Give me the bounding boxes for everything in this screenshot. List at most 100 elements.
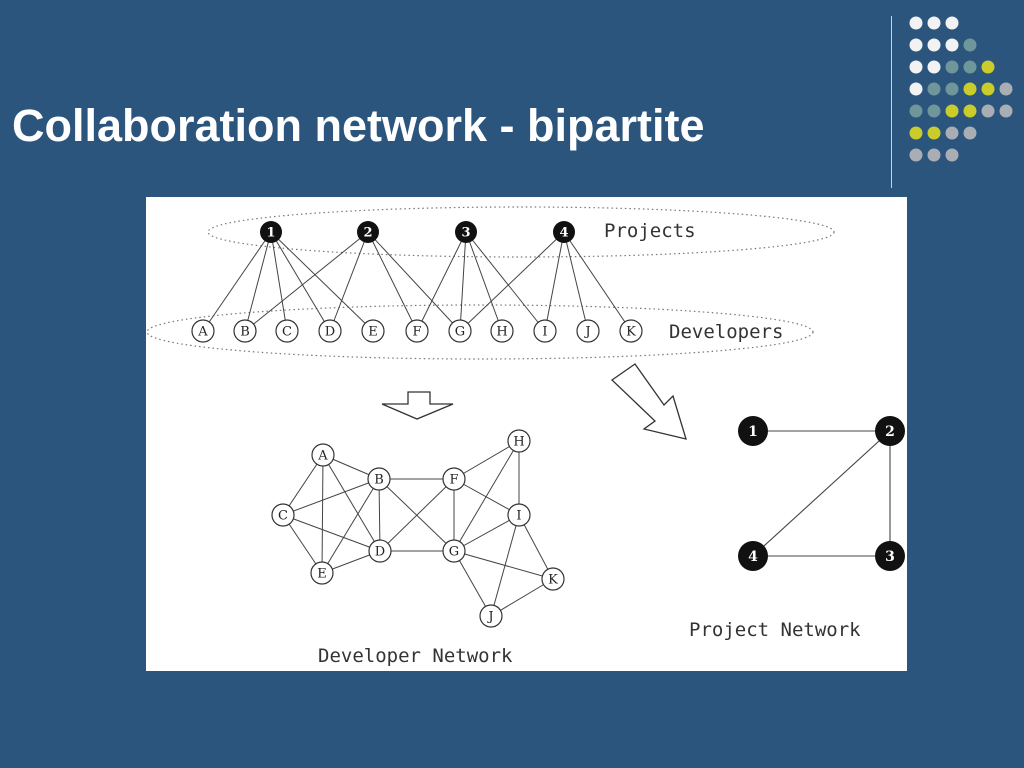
developer-network-edge [453, 478, 520, 516]
bipartite-edge [270, 231, 374, 332]
project-node-2: 2 [357, 221, 379, 243]
node-circle [875, 416, 905, 446]
developer-node-I: I [533, 319, 557, 343]
projects-label: Projects [604, 220, 696, 242]
decorative-dot [963, 126, 977, 140]
developer-node-H: H [490, 319, 514, 343]
developer-network-node-D: D [368, 539, 392, 563]
node-label: 3 [885, 549, 895, 565]
project-network-node-3: 3 [875, 541, 905, 571]
developer-node-G: G [448, 319, 472, 343]
developer-network-edge [453, 550, 492, 617]
decorative-dot [999, 104, 1013, 118]
developer-network-node-K: K [541, 567, 565, 591]
bipartite-edge [329, 231, 369, 332]
node-label: 2 [885, 424, 895, 440]
developer-network-edge [453, 440, 520, 552]
developer-node-C: C [275, 319, 299, 343]
project-node-3: 3 [455, 221, 477, 243]
node-circle [507, 429, 531, 453]
developer-network-edge [321, 454, 324, 574]
developer-node-B: B [233, 319, 257, 343]
node-circle [367, 467, 391, 491]
decorative-dot [963, 82, 977, 96]
node-circle [541, 567, 565, 591]
developer-network-edge [282, 478, 380, 516]
project-network-label: Project Network [689, 619, 861, 641]
developer-network-edge [282, 514, 381, 552]
node-circle [233, 319, 257, 343]
decorative-dot [927, 148, 941, 162]
bipartite-edge [367, 231, 461, 332]
bipartite-edges [202, 231, 632, 332]
bipartite-edge [244, 231, 369, 332]
developer-network-edge [453, 514, 520, 552]
node-label: A [317, 449, 328, 464]
decorative-dot [909, 148, 923, 162]
developers-group-ellipse [146, 304, 814, 360]
node-circle [368, 539, 392, 563]
node-circle [271, 503, 295, 527]
bipartite-edge [459, 231, 565, 332]
node-circle [448, 319, 472, 343]
developer-network-edge [322, 454, 381, 552]
developer-network-edge [490, 578, 554, 617]
developer-node-D: D [318, 319, 342, 343]
project-network-node-1: 1 [738, 416, 768, 446]
project-network-node-4: 4 [738, 541, 768, 571]
node-circle [357, 221, 379, 243]
node-label: B [240, 325, 250, 340]
node-circle [490, 319, 514, 343]
node-circle [553, 221, 575, 243]
decorative-dot [945, 104, 959, 118]
decorative-dot [927, 126, 941, 140]
decorative-dot [927, 82, 941, 96]
developer-network-node-E: E [310, 561, 334, 585]
bipartite-edge [544, 231, 565, 332]
slide-title: Collaboration network - bipartite [12, 100, 705, 151]
node-label: J [486, 610, 493, 625]
project-node-1: 1 [260, 221, 282, 243]
developer-network-edge [321, 478, 380, 574]
bipartite-edge [202, 231, 272, 332]
developer-network-edge [282, 454, 324, 516]
node-circle [260, 221, 282, 243]
developer-network-edge [453, 440, 520, 480]
decorative-dot [909, 16, 923, 30]
developer-network-edges [282, 440, 554, 617]
developer-network-edge [518, 514, 554, 580]
bipartite-edge [367, 231, 418, 332]
node-circle [738, 541, 768, 571]
node-label: E [368, 325, 378, 340]
developer-node-A: A [191, 319, 215, 343]
node-label: 1 [266, 226, 275, 241]
node-circle [533, 319, 557, 343]
decorative-dot [927, 104, 941, 118]
decorative-dot [999, 82, 1013, 96]
node-label: I [516, 509, 521, 524]
project-node-4: 4 [553, 221, 575, 243]
node-circle [191, 319, 215, 343]
developer-network-node-C: C [271, 503, 295, 527]
bipartite-edge [270, 231, 331, 332]
developer-network-node-A: A [311, 443, 335, 467]
node-circle [875, 541, 905, 571]
decorative-dot [927, 38, 941, 52]
node-label: H [496, 325, 507, 340]
developers-label: Developers [669, 321, 783, 343]
node-label: C [278, 509, 288, 524]
node-label: 2 [363, 226, 372, 241]
node-label: H [513, 435, 524, 450]
node-label: G [455, 325, 465, 340]
bipartite-edge [459, 231, 467, 332]
project-network-edges [752, 430, 891, 557]
node-label: 3 [461, 226, 470, 241]
node-label: G [449, 545, 459, 560]
decorative-dot [909, 38, 923, 52]
developer-network-label: Developer Network [318, 645, 513, 667]
node-circle [738, 416, 768, 446]
bipartite-edge [465, 231, 546, 332]
developer-network-edge [490, 514, 520, 617]
